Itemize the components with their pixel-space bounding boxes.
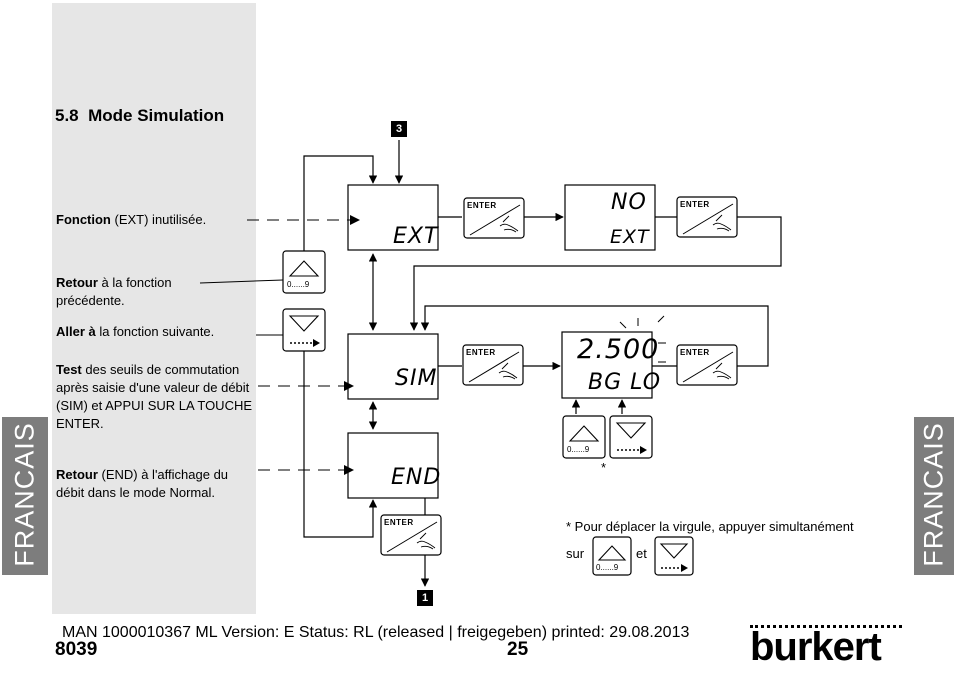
up-key-footnote[interactable]: [592, 536, 632, 576]
desc-aller: Aller à la fonction suivante.: [56, 324, 215, 339]
section-number: 5.8: [55, 106, 79, 125]
footnote-sur: sur: [566, 546, 585, 561]
brand-dots: [750, 625, 902, 631]
display-no-line1: NO: [611, 190, 647, 215]
hand-icon: [712, 362, 732, 380]
down-key-value[interactable]: [609, 415, 653, 459]
hand-icon: [712, 214, 732, 232]
enter-key-5[interactable]: [380, 514, 442, 556]
hand-icon: [498, 362, 518, 380]
doc-status-line: MAN 1000010367 ML Version: E Status: RL …: [62, 624, 690, 641]
display-sim-text: SIM: [395, 366, 438, 391]
footnote-text: * Pour déplacer la virgule, appuyer simu…: [566, 519, 854, 534]
up-key-left[interactable]: [282, 250, 326, 294]
display-no-line2: EXT: [610, 226, 650, 248]
desc-test: Test des seuils de commutation après sai…: [56, 362, 253, 431]
section-title: Mode Simulation: [88, 106, 225, 125]
display-value-box: [561, 331, 653, 399]
side-gray-panel: [52, 3, 256, 614]
hand-icon: [499, 215, 519, 233]
footnote-et: et: [636, 546, 647, 561]
enter-label: ENTER: [680, 348, 710, 357]
down-key-footnote[interactable]: [654, 536, 694, 576]
enter-label: ENTER: [384, 518, 414, 527]
display-value-line1: 2.500: [577, 334, 660, 365]
language-tab-left: FRANCAIS: [2, 417, 48, 575]
enter-label: ENTER: [680, 200, 710, 209]
desc-retour-end: Retour (END) à l'affichage du débit dans…: [56, 467, 229, 500]
display-ext-text: EXT: [393, 224, 439, 249]
up-key-value-digits: 0......9: [567, 445, 590, 454]
desc-fonction: Fonction (EXT) inutilisée.: [56, 212, 207, 227]
enter-key-3[interactable]: [462, 344, 524, 386]
brand-logo: burkert: [750, 625, 882, 669]
blink-rays: [619, 315, 666, 363]
enter-key-1[interactable]: [463, 197, 525, 239]
marker-bottom: 1: [421, 592, 429, 604]
footnote-asterisk: *: [601, 460, 607, 475]
desc-retour: Retour à la fonction précédente.: [56, 275, 172, 308]
marker-top: 3: [395, 123, 403, 135]
model-number: 8039: [55, 639, 98, 660]
section-heading: 5.8 Mode Simulation: [55, 106, 224, 126]
up-key-value[interactable]: [562, 415, 606, 459]
enter-label: ENTER: [466, 348, 496, 357]
marker-top-box: [391, 121, 407, 137]
display-end-box: [347, 432, 439, 499]
down-key-left[interactable]: [282, 308, 326, 352]
language-tab-right: FRANCAIS: [914, 417, 954, 575]
up-key-left-digits: 0......9: [287, 280, 310, 289]
enter-label: ENTER: [467, 201, 497, 210]
hand-icon: [416, 532, 436, 550]
display-value-line2: BG LO: [588, 370, 662, 395]
page-number: 25: [507, 639, 529, 660]
display-end-text: END: [391, 465, 442, 490]
up-key-footnote-digits: 0......9: [596, 563, 619, 572]
display-no-box: [564, 184, 656, 251]
enter-key-4[interactable]: [676, 344, 738, 386]
display-sim-box: [347, 333, 439, 400]
marker-bottom-box: [417, 590, 433, 606]
